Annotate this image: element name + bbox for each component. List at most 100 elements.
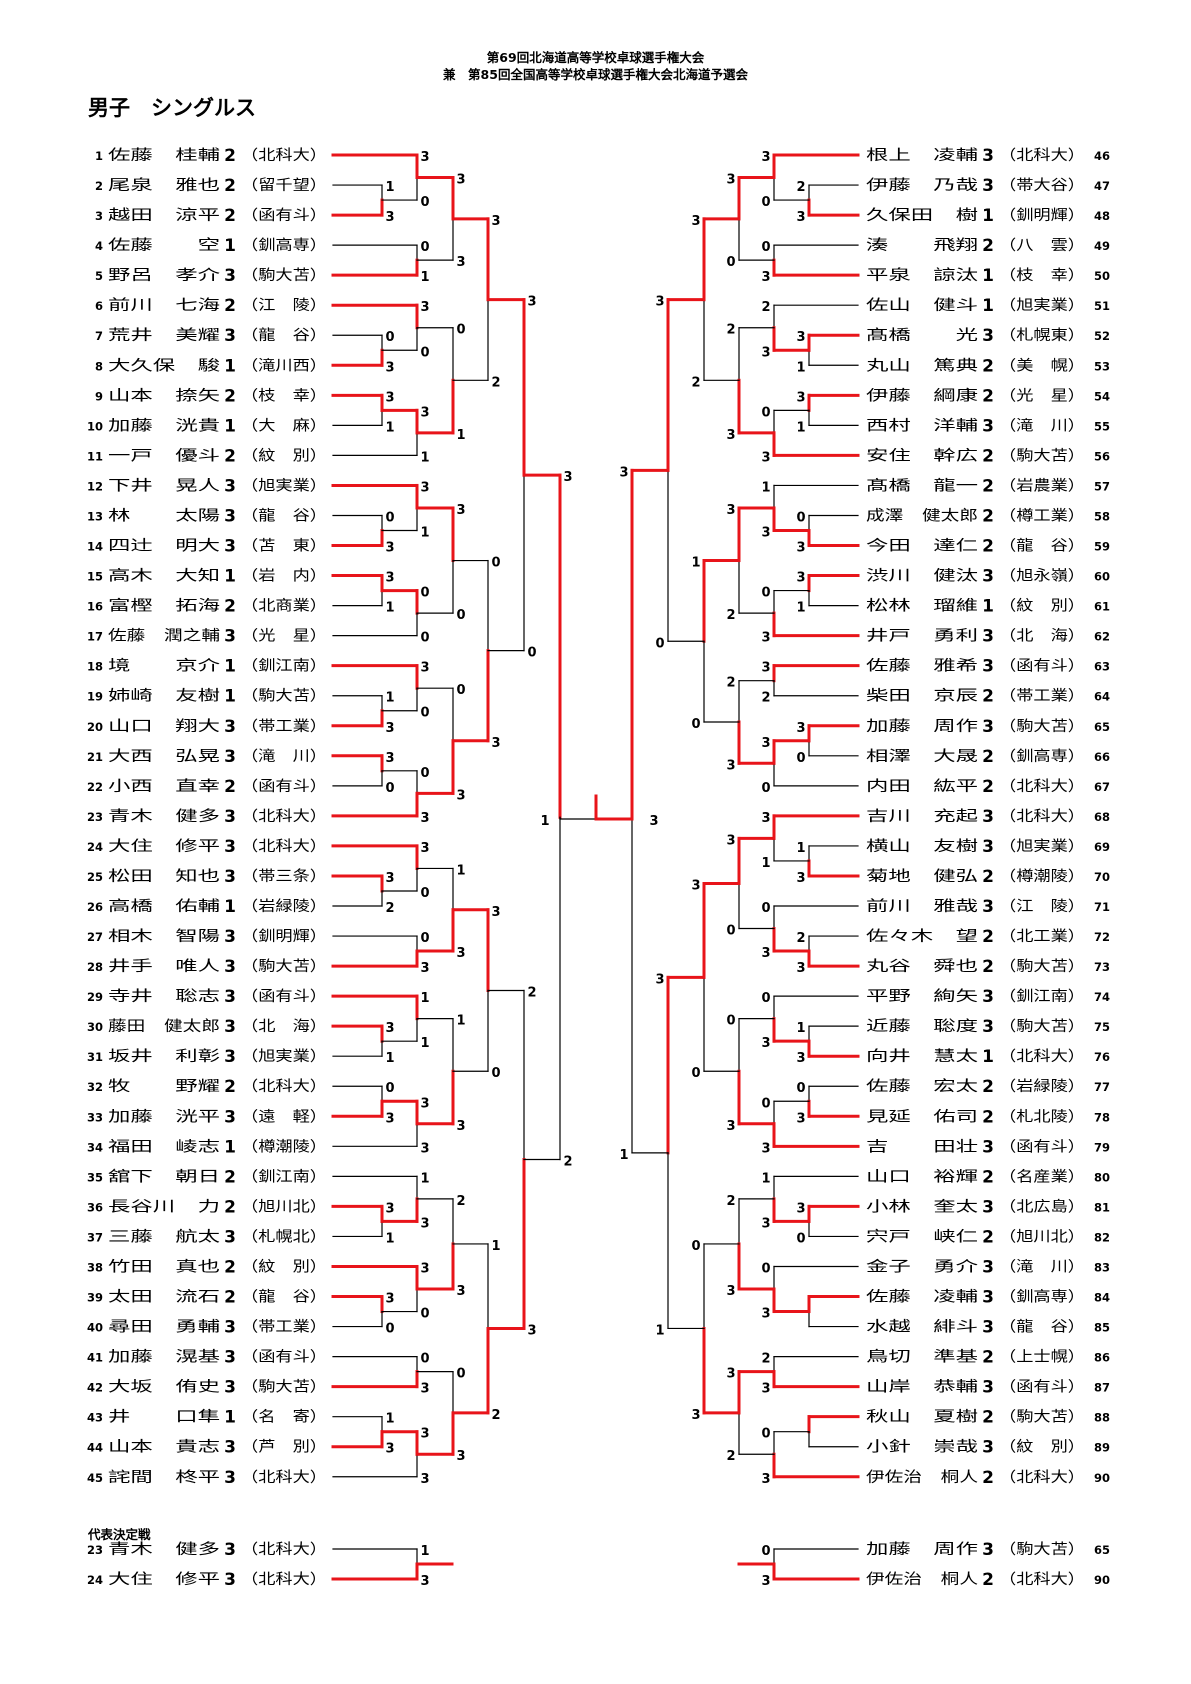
player-grade: 3 [982,897,994,917]
player-number: 58 [1094,509,1110,523]
player-grade: 3 [982,1540,994,1560]
player-name: 久保田 樹 [866,207,978,224]
player-school: （大 麻） [241,417,327,434]
player-number: 88 [1094,1411,1110,1425]
match-score: 3 [527,295,536,310]
match-score: 1 [540,814,549,829]
player-grade: 1 [224,1137,236,1157]
player-school: （函有斗） [241,988,327,1005]
player-name: 大住 修平 [108,838,220,855]
player-grade: 1 [224,236,236,256]
player-school: （岩 内） [241,568,327,585]
match-score: 3 [726,1284,735,1299]
player-number: 1 [95,149,103,163]
player-number: 32 [87,1080,103,1094]
player-number: 25 [87,870,103,884]
player-name: 小針 崇哉 [866,1439,978,1456]
match-score: 3 [655,295,664,310]
player-school: （駒大苫） [999,958,1085,975]
player-grade: 1 [982,206,994,226]
player-number: 81 [1094,1200,1110,1214]
match-score: 3 [385,1021,394,1036]
match-score: 2 [726,323,735,338]
player-grade: 3 [982,1438,994,1458]
match-score: 0 [420,1307,429,1322]
player-school: （北科大） [999,147,1085,164]
player-name: 大住 修平 [108,1571,220,1588]
match-score: 0 [385,330,394,345]
player-grade: 3 [224,807,236,827]
player-grade: 2 [224,446,236,466]
player-name: 太田 流石 [108,1289,220,1306]
player-school: （駒大苫） [241,1379,327,1396]
match-score: 3 [761,1307,770,1322]
player-grade: 2 [982,777,994,797]
player-school: （北科大） [999,1571,1085,1588]
player-school: （函有斗） [241,1349,327,1366]
player-grade: 3 [982,1288,994,1308]
player-grade: 3 [982,987,994,1007]
player-number: 5 [95,269,103,283]
player-number: 14 [87,540,103,554]
player-name: 伊佐治 桐人 [866,1571,978,1588]
player-school: （北科大） [999,808,1085,825]
player-name: 山口 裕輝 [866,1168,978,1185]
match-score: 3 [796,541,805,556]
player-number: 8 [95,359,103,373]
player-name: 内田 紘平 [866,778,978,795]
match-score: 3 [761,526,770,541]
player-grade: 2 [982,1348,994,1368]
player-grade: 2 [224,1197,236,1217]
player-number: 63 [1094,660,1110,674]
player-number: 86 [1094,1351,1110,1365]
player-name: 吉川 充起 [866,808,979,825]
player-grade: 2 [224,777,236,797]
player-school: （樽工業） [999,507,1085,524]
match-score: 0 [491,1066,500,1081]
player-grade: 2 [982,356,994,376]
player-number: 83 [1094,1260,1110,1274]
player-number: 42 [87,1381,103,1395]
player-grade: 3 [982,176,994,196]
player-name: 向井 慧太 [866,1048,979,1065]
player-grade: 3 [224,867,236,887]
player-number: 72 [1094,930,1110,944]
match-score: 3 [691,878,700,893]
match-score: 3 [385,390,394,405]
match-score: 3 [796,571,805,586]
match-score: 3 [385,360,394,375]
match-score: 3 [420,1216,429,1231]
player-number: 17 [87,630,103,644]
player-school: （札幌北） [241,1228,327,1245]
player-school: （留千望） [241,177,327,194]
player-name: 前川 雅哉 [866,898,978,915]
player-grade: 3 [224,957,236,977]
match-score: 0 [796,751,805,766]
player-number: 87 [1094,1381,1110,1395]
player-name: 伊佐治 桐人 [866,1469,978,1486]
match-score: 0 [796,510,805,525]
player-name: 高木 大知 [108,568,220,585]
player-number: 18 [87,660,103,674]
match-score: 0 [761,901,770,916]
player-number: 13 [87,509,103,523]
match-score: 3 [420,480,429,495]
match-score: 3 [761,1574,770,1589]
player-name: 加藤 洸貴 [108,417,220,434]
player-number: 80 [1094,1170,1110,1184]
player-grade: 2 [982,957,994,977]
